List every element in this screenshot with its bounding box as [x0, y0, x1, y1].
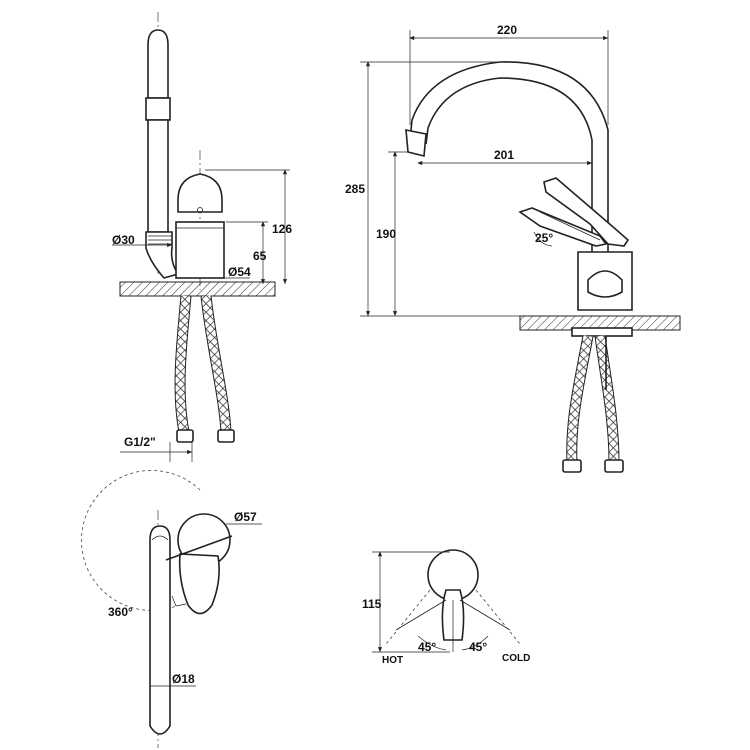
- top-body-lever: [165, 513, 233, 615]
- front-hoses: [174, 295, 235, 443]
- front-view: 126 65 Ø30 Ø54 G1/2": [112, 12, 292, 462]
- top-dim-spout-dia: Ø18: [172, 672, 195, 686]
- side-hoses: [562, 335, 624, 473]
- side-dim-lever-angle: 25°: [535, 231, 553, 245]
- side-view: 220 201 285 190 25°: [345, 23, 681, 473]
- side-dim-285: 285: [345, 182, 365, 196]
- front-dim-body-dia: Ø54: [228, 265, 251, 279]
- handle-dim-angle-left: 45°: [418, 640, 436, 654]
- side-dim-190: 190: [376, 227, 396, 241]
- side-dim-201: 201: [494, 148, 514, 162]
- top-dim-body-dia: Ø57: [234, 510, 257, 524]
- front-dim-126: 126: [272, 222, 292, 236]
- front-countertop: [119, 281, 276, 297]
- front-body: [175, 173, 225, 279]
- top-view: Ø57 360° Ø18: [81, 470, 262, 748]
- label-cold: COLD: [502, 653, 530, 664]
- front-dim-65: 65: [253, 249, 267, 263]
- handle-view: 115 45° 45° HOT COLD: [362, 549, 530, 666]
- front-dim-spout-dia: Ø30: [112, 233, 135, 247]
- top-dim-rotation: 360°: [108, 605, 133, 619]
- top-spout: [149, 525, 171, 735]
- rotation-path: [81, 470, 201, 611]
- front-dim-thread: G1/2": [124, 435, 156, 449]
- front-spout: [145, 29, 180, 279]
- handle-dim-115: 115: [362, 597, 382, 611]
- side-body: [577, 251, 633, 311]
- side-spout: [405, 61, 609, 255]
- side-lever: [518, 177, 630, 247]
- label-hot: HOT: [382, 655, 403, 666]
- side-dim-220: 220: [497, 23, 517, 37]
- handle-dim-angle-right: 45°: [469, 640, 487, 654]
